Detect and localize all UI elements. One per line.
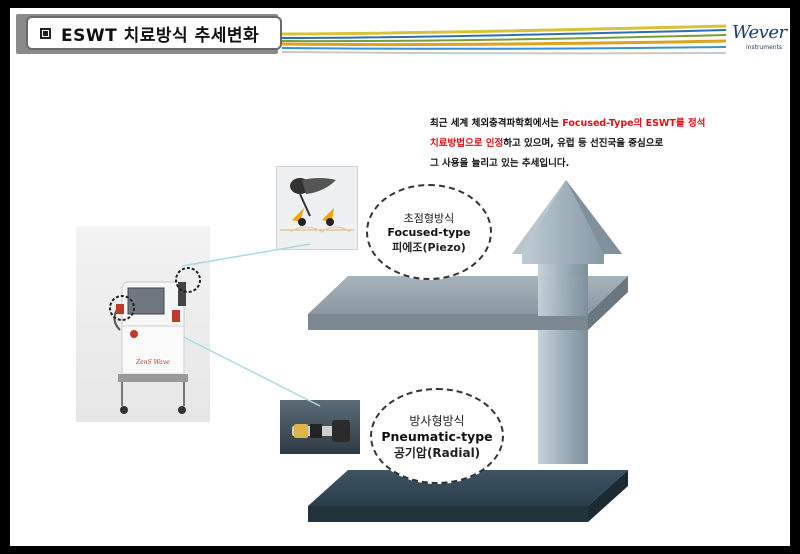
radial-handpiece-icon [292, 420, 350, 442]
title-box: ESWT 치료방식 추세변화 [26, 16, 282, 50]
header-stripes [282, 20, 726, 58]
piezo-handpiece-icon [280, 178, 354, 233]
eswt-device-icon: ZenS Wave [113, 281, 188, 414]
focused-label-ko: 초점형방식 [403, 211, 455, 225]
description-line-1-text: 최근 세계 체외충격파학회에서는 [430, 118, 563, 129]
logo-name: Wever [732, 22, 787, 43]
radial-label-sub: 공기압(Radial) [393, 445, 481, 460]
title-tab: ESWT 치료방식 추세변화 [16, 14, 282, 54]
focused-label-en: Focused-type [387, 225, 471, 239]
radial-handpiece-marker [109, 295, 135, 321]
description-text: 최근 세계 체외충격파학회에서는 Focused-Type의 ESWT를 정석 … [430, 114, 750, 174]
description-line-1: 최근 세계 체외충격파학회에서는 Focused-Type의 ESWT를 정석 [430, 114, 750, 134]
callout-line-top [181, 243, 311, 267]
page-title: ESWT 치료방식 추세변화 [61, 25, 260, 46]
description-line-1-highlight: Focused-Type의 ESWT를 정석 [562, 118, 706, 129]
trend-diagram: ZenS Wave [109, 178, 628, 522]
logo-sub: instruments [746, 44, 783, 51]
lower-platform [308, 470, 628, 522]
radial-label-ko: 방사형방식 [409, 413, 465, 428]
description-line-2-text: 하고 있으며, 유럽 등 선진국을 중심으로 [503, 138, 664, 149]
arrow-shaft-front [538, 276, 588, 316]
square-bullet-icon [40, 27, 51, 39]
description-line-2: 치료방법으로 인정하고 있으며, 유럽 등 선진국을 중심으로 [430, 134, 750, 154]
device-brand-text: ZenS Wave [135, 359, 170, 366]
wever-logo: Wever instruments [732, 20, 787, 56]
description-line-2-highlight: 치료방법으로 인정 [430, 138, 504, 149]
radial-label-en: Pneumatic-type [381, 428, 493, 444]
radial-type-bubble: 방사형방식 Pneumatic-type 공기압(Radial) [370, 388, 504, 484]
description-line-3: 그 사용을 늘리고 있는 추세입니다. [430, 158, 570, 169]
focused-type-bubble: 초점형방식 Focused-type 피에조(Piezo) [366, 184, 492, 280]
focused-label-sub: 피에조(Piezo) [392, 240, 466, 254]
slide: ESWT 치료방식 추세변화 Wever instruments 최근 세계 체… [10, 8, 790, 546]
focused-handpiece-marker [175, 267, 201, 293]
